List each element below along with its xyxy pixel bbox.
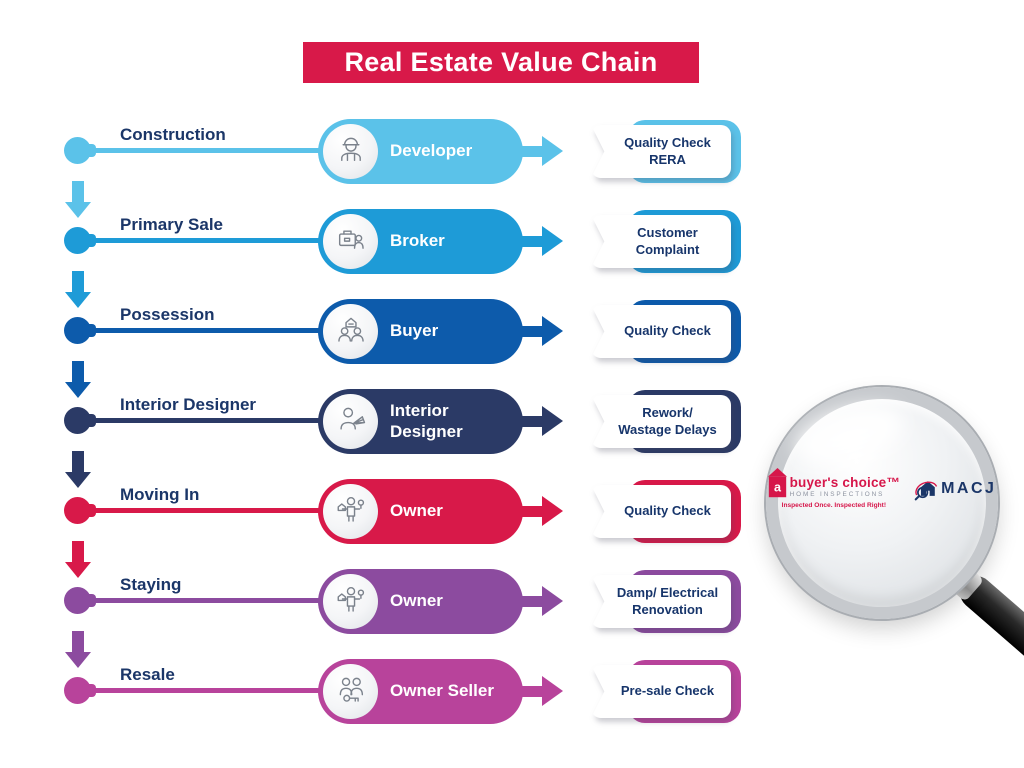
svg-text:a: a bbox=[774, 481, 782, 495]
owner-house-key-icon bbox=[334, 492, 368, 531]
broker-briefcase-icon bbox=[334, 222, 368, 261]
magnifier-handle bbox=[953, 569, 1024, 700]
connector-line bbox=[78, 508, 326, 513]
chain-row-resale: Resale Owner Seller Pre-sale Check bbox=[0, 646, 770, 736]
check-label: Pre-sale Check bbox=[620, 683, 715, 699]
actor-pill: Owner Seller bbox=[318, 659, 523, 724]
macj-house-magnifier-icon bbox=[914, 476, 940, 502]
chain-row-primary-sale: Primary Sale Broker Customer Complaint bbox=[0, 196, 770, 308]
down-arrow-icon bbox=[65, 361, 91, 398]
chain-row-possession: Possession Buyer Quality Check bbox=[0, 286, 770, 398]
building-icon: a bbox=[767, 468, 787, 498]
check-label: Quality Check RERA bbox=[624, 135, 711, 167]
buyers-choice-name: buyer's choice™ bbox=[789, 475, 901, 491]
actor-pill: Owner bbox=[318, 569, 523, 634]
check-ribbon: Quality Check bbox=[591, 305, 731, 358]
connector-line bbox=[78, 418, 326, 423]
actor-label: Interior Designer bbox=[390, 401, 463, 441]
chain-row-interior-designer: Interior Designer Interior Designer Rewo… bbox=[0, 376, 770, 488]
check-label: Rework/ Wastage Delays bbox=[618, 405, 717, 437]
connector-line bbox=[78, 148, 326, 153]
connector-line bbox=[78, 688, 326, 693]
right-arrow-icon bbox=[522, 676, 563, 706]
actor-label: Developer bbox=[390, 141, 473, 161]
page-title: Real Estate Value Chain bbox=[344, 47, 658, 77]
connector-line bbox=[78, 598, 326, 603]
chain-row-construction: Construction Developer Quality Check RER… bbox=[0, 106, 770, 218]
actor-label: Owner Seller bbox=[390, 681, 494, 701]
chain-row-moving-in: Moving In Owner Quality Check bbox=[0, 466, 770, 578]
right-arrow-icon bbox=[522, 136, 563, 166]
connector-line bbox=[78, 238, 326, 243]
stage-label: Interior Designer bbox=[120, 395, 257, 414]
actor-pill: Developer bbox=[318, 119, 523, 184]
check-ribbon: Rework/ Wastage Delays bbox=[591, 395, 731, 448]
actor-pill: Buyer bbox=[318, 299, 523, 364]
check-ribbon: Quality Check RERA bbox=[591, 125, 731, 178]
down-arrow-icon bbox=[65, 541, 91, 578]
right-arrow-icon bbox=[522, 496, 563, 526]
right-arrow-icon bbox=[522, 226, 563, 256]
connector-line bbox=[78, 328, 326, 333]
right-arrow-icon bbox=[522, 316, 563, 346]
stage-label: Staying bbox=[120, 575, 182, 594]
stage-label: Moving In bbox=[120, 485, 200, 504]
company-logos: a buyer's choice™ HOME INSPECTIONS Inspe… bbox=[767, 468, 994, 509]
right-arrow-icon bbox=[522, 586, 563, 616]
check-ribbon: Quality Check bbox=[591, 485, 731, 538]
check-ribbon: Pre-sale Check bbox=[591, 665, 731, 718]
actor-pill: Broker bbox=[318, 209, 523, 274]
check-label: Quality Check bbox=[624, 323, 711, 339]
check-label: Damp/ Electrical Renovation bbox=[616, 585, 719, 617]
check-ribbon: Customer Complaint bbox=[591, 215, 731, 268]
check-ribbon: Damp/ Electrical Renovation bbox=[591, 575, 731, 628]
check-label: Customer Complaint bbox=[635, 225, 700, 257]
actor-label: Broker bbox=[390, 231, 445, 251]
chain-row-staying: Staying Owner Damp/ Electrical Renovatio… bbox=[0, 556, 770, 668]
down-arrow-icon bbox=[65, 271, 91, 308]
down-arrow-icon bbox=[65, 631, 91, 668]
check-label: Quality Check bbox=[624, 503, 711, 519]
buyer-family-house-icon bbox=[334, 312, 368, 351]
actor-label: Owner bbox=[390, 501, 443, 521]
stage-label: Primary Sale bbox=[120, 215, 224, 234]
stage-label: Resale bbox=[120, 665, 175, 684]
actor-label: Owner bbox=[390, 591, 443, 611]
buyers-choice-logo: a buyer's choice™ HOME INSPECTIONS Inspe… bbox=[767, 468, 901, 509]
actor-label: Buyer bbox=[390, 321, 439, 341]
magnifier-lens bbox=[766, 387, 998, 619]
owner-house-key-icon bbox=[334, 582, 368, 621]
stage-label: Construction bbox=[120, 125, 226, 144]
down-arrow-icon bbox=[65, 451, 91, 488]
stage-label: Possession bbox=[120, 305, 215, 324]
macj-logo: MACJ bbox=[914, 476, 996, 502]
macj-name: MACJ bbox=[941, 479, 997, 497]
buyers-choice-tagline: Inspected Once. Inspected Right! bbox=[781, 502, 887, 509]
actor-pill: Interior Designer bbox=[318, 389, 523, 454]
buyers-choice-subtitle: HOME INSPECTIONS bbox=[789, 490, 885, 498]
title-banner: Real Estate Value Chain bbox=[303, 42, 699, 83]
seller-handover-icon bbox=[334, 672, 368, 711]
actor-pill: Owner bbox=[318, 479, 523, 544]
interior-designer-icon bbox=[334, 402, 368, 441]
right-arrow-icon bbox=[522, 406, 563, 436]
down-arrow-icon bbox=[65, 181, 91, 218]
construction-worker-icon bbox=[334, 132, 368, 171]
